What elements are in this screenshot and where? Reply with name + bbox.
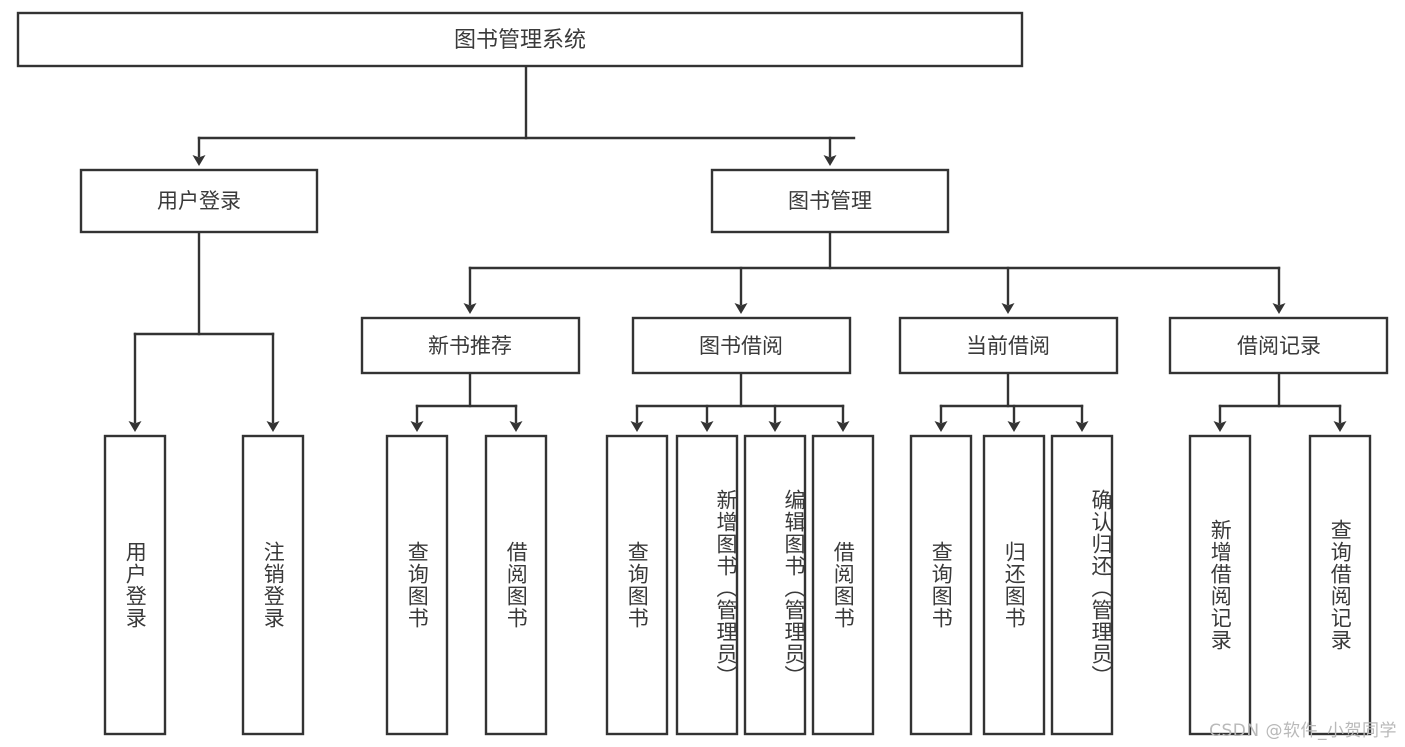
- leaf-box[interactable]: [1050, 434, 1114, 736]
- leaf-box[interactable]: [909, 434, 973, 736]
- leaf-box[interactable]: [385, 434, 449, 736]
- connector-book-borrow-to-leaves: [630, 371, 850, 432]
- node-root[interactable]: 图书管理系统: [16, 11, 1024, 68]
- leaf-box[interactable]: [675, 434, 739, 736]
- connector-user-login-to-leaves: [128, 230, 280, 432]
- node-user-login[interactable]: 用户登录: [79, 168, 319, 234]
- connector-book-mgmt-to-level2: [463, 230, 1286, 314]
- connector-root-to-level1: [192, 64, 856, 166]
- node-new-book-recommend[interactable]: 新书推荐: [360, 316, 581, 375]
- leaf-box[interactable]: [241, 434, 305, 736]
- node-new-book-recommend-label: 新书推荐: [428, 334, 512, 358]
- node-current-borrow-label: 当前借阅: [966, 334, 1050, 358]
- node-user-login-label: 用户登录: [157, 189, 241, 213]
- leaf-box[interactable]: [811, 434, 875, 736]
- node-borrow-record-label: 借阅记录: [1237, 334, 1321, 358]
- leaf-box[interactable]: [1188, 434, 1252, 736]
- leaf-box[interactable]: [743, 434, 807, 736]
- leaf-box[interactable]: [103, 434, 167, 736]
- connector-borrow-record-to-leaves: [1213, 371, 1347, 432]
- connector-current-borrow-to-leaves: [934, 371, 1089, 432]
- leaf-box[interactable]: [1308, 434, 1372, 736]
- leaf-box[interactable]: [605, 434, 669, 736]
- connector-new-book-to-leaves: [410, 371, 523, 432]
- node-borrow-record[interactable]: 借阅记录: [1168, 316, 1389, 375]
- node-book-borrow[interactable]: 图书借阅: [631, 316, 852, 375]
- leaf-boxes: [103, 434, 1372, 736]
- leaf-box[interactable]: [982, 434, 1046, 736]
- node-book-management-label: 图书管理: [788, 189, 872, 213]
- leaf-box[interactable]: [484, 434, 548, 736]
- node-book-management[interactable]: 图书管理: [710, 168, 950, 234]
- node-root-label: 图书管理系统: [454, 28, 586, 53]
- node-book-borrow-label: 图书借阅: [699, 334, 783, 358]
- csdn-watermark: CSDN @软件_小贺同学: [1209, 721, 1397, 741]
- node-current-borrow[interactable]: 当前借阅: [898, 316, 1119, 375]
